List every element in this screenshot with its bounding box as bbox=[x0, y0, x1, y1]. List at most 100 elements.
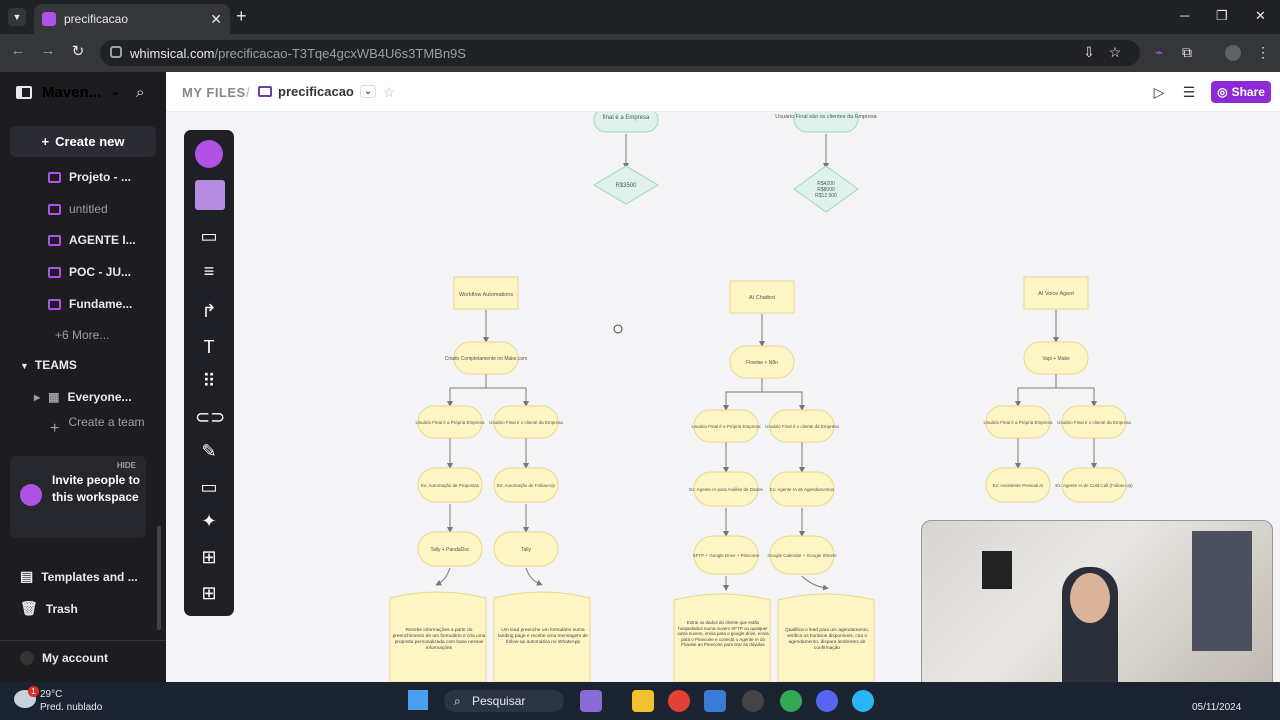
user-node[interactable] bbox=[693, 409, 759, 443]
example-node[interactable] bbox=[693, 471, 759, 507]
close-tab-icon[interactable]: ✕ bbox=[210, 10, 222, 27]
taskbar-app-icon[interactable] bbox=[580, 690, 602, 712]
sticky-note-tool[interactable] bbox=[195, 140, 223, 174]
hide-button[interactable]: HIDE bbox=[116, 461, 136, 470]
user-node[interactable] bbox=[769, 409, 835, 443]
windows-start-icon[interactable] bbox=[408, 690, 428, 710]
sidebar-file-item[interactable]: Projeto - ... bbox=[48, 170, 131, 184]
maximize-icon[interactable]: ❐ bbox=[1216, 8, 1228, 23]
user-node[interactable] bbox=[1061, 405, 1127, 439]
description-cylinder[interactable] bbox=[493, 591, 591, 683]
category-node[interactable] bbox=[1023, 276, 1089, 310]
discord-icon[interactable] bbox=[816, 690, 838, 712]
sidebar-file-item[interactable]: Fundame... bbox=[48, 297, 132, 311]
stack-node[interactable] bbox=[769, 535, 835, 575]
tool-node[interactable] bbox=[729, 345, 795, 379]
search-icon[interactable]: ⌕ bbox=[136, 84, 145, 101]
stack-node[interactable] bbox=[417, 531, 483, 567]
share-button[interactable]: ◎Share bbox=[1211, 81, 1271, 103]
address-bar[interactable]: whimsical.com/precificacao-T3Tqe4gcxWB4U… bbox=[100, 40, 1140, 66]
sidebar-file-item[interactable]: untitled bbox=[48, 202, 108, 216]
sidebar-toggle-icon[interactable] bbox=[16, 86, 32, 99]
link-tool-icon[interactable]: ⊂⊃ bbox=[195, 407, 226, 427]
taskbar-app-icon[interactable] bbox=[852, 690, 874, 712]
create-team-link[interactable]: Create a team bbox=[68, 415, 145, 429]
example-node[interactable] bbox=[493, 467, 559, 503]
example-node[interactable] bbox=[985, 467, 1051, 503]
example-node[interactable] bbox=[769, 471, 835, 507]
description-cylinder[interactable] bbox=[777, 593, 875, 683]
price-diamond[interactable] bbox=[593, 165, 659, 205]
example-node[interactable] bbox=[1061, 467, 1127, 503]
grid-tool-icon[interactable]: ⠿ bbox=[202, 371, 216, 391]
pencil-tool-icon[interactable]: ✎ bbox=[201, 441, 217, 461]
reload-icon[interactable]: ↻ bbox=[71, 43, 85, 60]
workspace-switcher[interactable]: Maven... ⌄ bbox=[16, 84, 120, 101]
install-app-icon[interactable]: ⇩ bbox=[1083, 44, 1095, 60]
store-icon[interactable] bbox=[704, 690, 726, 712]
taskbar-app-icon[interactable] bbox=[742, 690, 764, 712]
price-diamond[interactable] bbox=[793, 165, 859, 213]
file-label: Fundame... bbox=[69, 297, 133, 311]
forward-icon[interactable]: → bbox=[40, 42, 56, 59]
back-icon[interactable]: ← bbox=[10, 42, 26, 59]
new-tab-button[interactable]: + bbox=[236, 6, 247, 26]
more-files-link[interactable]: +6 More... bbox=[55, 328, 110, 342]
extensions-puzzle-icon[interactable]: ⧉ bbox=[1182, 44, 1192, 60]
wireframe-tool-icon[interactable]: ▭ bbox=[200, 226, 218, 246]
sidebar-file-item[interactable]: AGENTE I... bbox=[48, 233, 136, 247]
browser-tab[interactable]: precificacao ✕ bbox=[34, 4, 230, 34]
close-window-icon[interactable]: ✕ bbox=[1255, 8, 1266, 23]
team-item[interactable]: ▶▦Everyone... bbox=[34, 390, 132, 404]
trash-link[interactable]: 🗑Trash bbox=[20, 600, 78, 617]
sidebar-file-item[interactable]: POC - JU... bbox=[48, 265, 131, 279]
category-node[interactable] bbox=[729, 280, 795, 314]
description-cylinder[interactable] bbox=[389, 591, 487, 683]
templates-link[interactable]: ▤Templates and ... bbox=[20, 568, 138, 585]
my-account-link[interactable]: My account bbox=[20, 651, 108, 665]
tab-search-button[interactable]: ▼ bbox=[8, 8, 26, 26]
favorite-star-icon[interactable]: ☆ bbox=[382, 84, 396, 100]
breadcrumb-my-files[interactable]: MY FILES bbox=[182, 85, 246, 100]
taskbar-search[interactable]: ⌕Pesquisar bbox=[444, 690, 564, 712]
mindmap-tool-icon[interactable]: ≡ bbox=[203, 261, 215, 281]
user-node[interactable] bbox=[417, 405, 483, 439]
tool-node[interactable] bbox=[1023, 341, 1089, 375]
chevron-down-icon[interactable]: ⌄ bbox=[359, 85, 377, 98]
connector-arrow-icon[interactable]: ↱ bbox=[201, 301, 217, 321]
comments-icon[interactable]: ☰ bbox=[1182, 84, 1196, 100]
user-label: Usuário Final é a Própria Empresa bbox=[415, 420, 485, 425]
share-label: Share bbox=[1231, 85, 1265, 99]
user-node[interactable] bbox=[493, 405, 559, 439]
section-tool-icon[interactable]: ▭ bbox=[200, 477, 218, 497]
breadcrumb-doc[interactable]: precificacao ⌄ bbox=[258, 84, 377, 99]
tool-node[interactable] bbox=[453, 341, 519, 375]
add-more-icon[interactable]: ⊞ bbox=[201, 583, 217, 603]
create-new-button[interactable]: +Create new bbox=[10, 126, 156, 157]
example-node[interactable] bbox=[417, 467, 483, 503]
doc-tool[interactable] bbox=[195, 180, 225, 210]
minimize-icon[interactable]: ─ bbox=[1180, 8, 1190, 23]
bookmark-star-icon[interactable]: ☆ bbox=[1108, 44, 1122, 60]
category-node[interactable] bbox=[453, 276, 519, 310]
invite-card[interactable]: HIDE Invite people to this workspace bbox=[10, 456, 146, 538]
sidebar-scrollbar[interactable] bbox=[157, 526, 161, 630]
stack-node[interactable] bbox=[493, 531, 559, 567]
file-explorer-icon[interactable] bbox=[632, 690, 654, 712]
ai-sparkle-icon[interactable]: ✦ bbox=[201, 511, 217, 531]
description-cylinder[interactable] bbox=[673, 593, 771, 683]
template-tool-icon[interactable]: ⊞ bbox=[201, 547, 217, 567]
browser-menu-icon[interactable]: ⋮ bbox=[1256, 44, 1270, 60]
stack-node[interactable] bbox=[693, 535, 759, 575]
profile-avatar[interactable] bbox=[1225, 45, 1241, 61]
site-info-icon[interactable] bbox=[110, 46, 122, 58]
extension-icon[interactable]: ⌁ bbox=[1154, 44, 1164, 60]
present-icon[interactable]: ▷ bbox=[1153, 84, 1165, 100]
taskbar-date[interactable]: 05/11/2024 bbox=[1192, 702, 1242, 713]
text-tool-icon[interactable]: T bbox=[203, 337, 215, 357]
user-node[interactable] bbox=[985, 405, 1051, 439]
chrome-profile-icon[interactable] bbox=[780, 690, 802, 712]
teams-header[interactable]: ▼TEAMS bbox=[20, 358, 77, 372]
chrome-icon[interactable] bbox=[668, 690, 690, 712]
